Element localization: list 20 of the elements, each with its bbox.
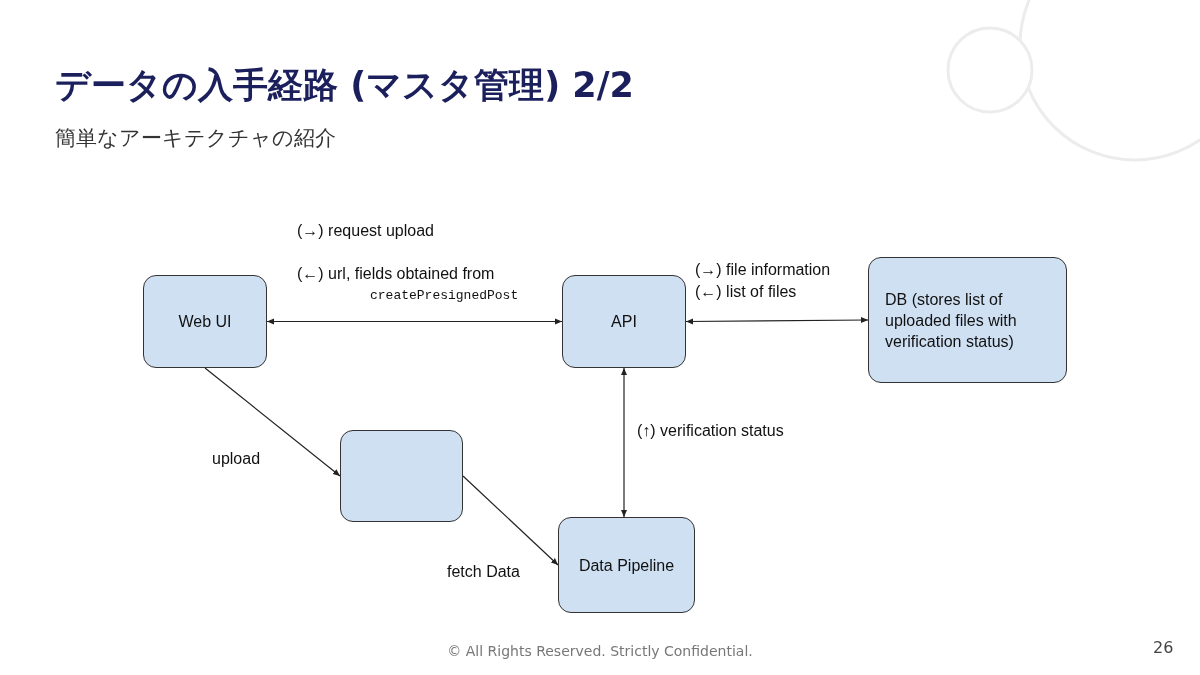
process-box: Data Pipeline bbox=[558, 517, 695, 613]
footer-text: © All Rights Reserved. Strictly Confidential. bbox=[447, 643, 753, 659]
process-box bbox=[340, 430, 463, 522]
code-text: createPresignedPost bbox=[370, 288, 519, 303]
slide-subtitle: 簡単なアーキテクチャの紹介 bbox=[55, 125, 336, 152]
edge-label: upload bbox=[212, 450, 261, 468]
edge-label: (←) url, fields obtained from bbox=[297, 265, 495, 283]
arrow bbox=[621, 367, 627, 518]
process-box: Web UI bbox=[143, 275, 267, 368]
database-box: DB (stores list of uploaded files with verification status) bbox=[868, 257, 1067, 383]
arrow bbox=[204, 367, 341, 477]
slide-title: データの入手経路 (マスタ管理) 2/2 bbox=[55, 64, 634, 107]
annotation-text: (→) request upload bbox=[297, 222, 434, 240]
process-box: API bbox=[562, 275, 686, 368]
edge-label: (→) file information bbox=[695, 261, 831, 279]
arrow bbox=[266, 318, 563, 325]
arrow bbox=[462, 475, 559, 566]
page-number: 26 bbox=[1153, 638, 1174, 657]
edge-label: (↑) verification status bbox=[637, 422, 784, 440]
arrow bbox=[685, 317, 869, 325]
